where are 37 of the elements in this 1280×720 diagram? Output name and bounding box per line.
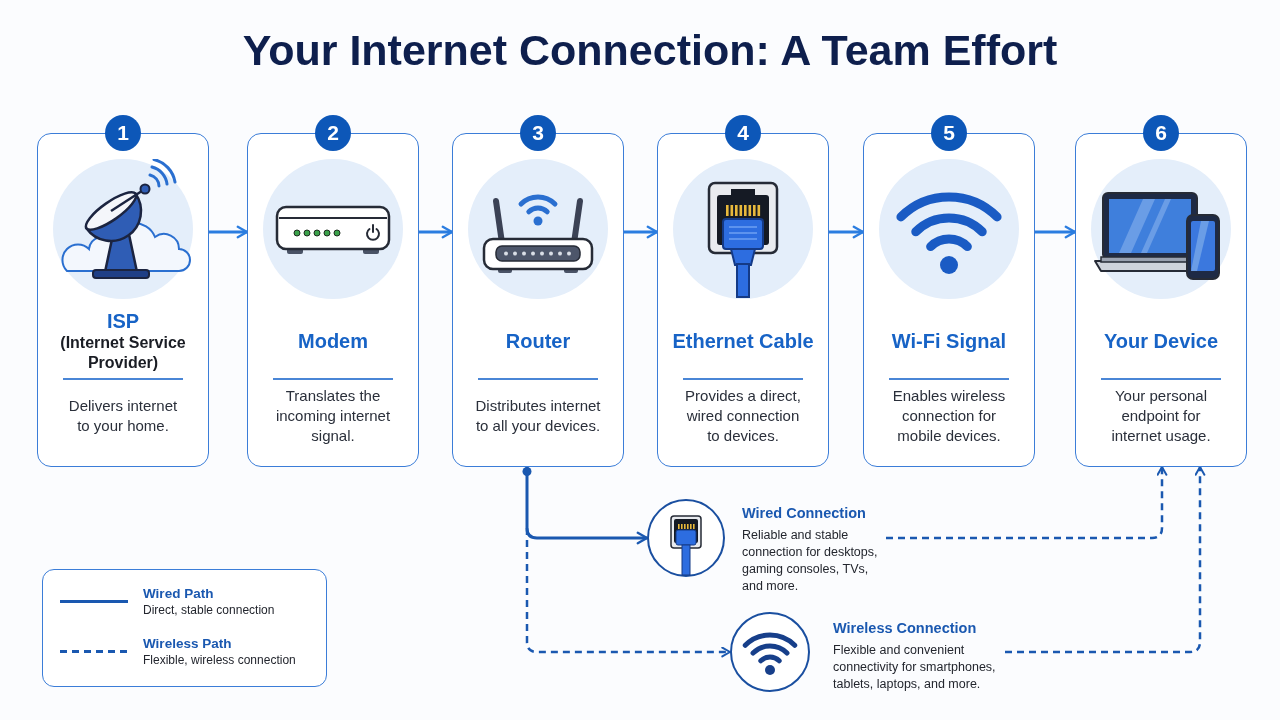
card-heading: ISP <box>106 309 140 333</box>
card-description: Delivers internet to your home. <box>67 395 179 436</box>
legend-label: Wired Path <box>143 585 215 602</box>
step-number: 3 <box>520 115 556 151</box>
legend-description: Direct, stable connection <box>143 602 275 618</box>
card-heading: Ethernet Cable <box>672 329 814 353</box>
step-number: 1 <box>105 115 141 151</box>
arrow <box>829 225 865 239</box>
card-heading: Modem <box>298 329 368 353</box>
step-number: 2 <box>315 115 351 151</box>
step-number: 5 <box>931 115 967 151</box>
legend-description: Flexible, wireless connection <box>143 652 296 668</box>
arrow <box>886 466 1168 540</box>
arrow <box>624 225 659 239</box>
card-subheading: (Internet Service Provider) <box>59 333 187 373</box>
card-description: Provides a direct, wired connection to devices. <box>684 385 802 446</box>
option-description: Flexible and convenient connectivity for smartphones, tablets, laptops, and more. <box>833 642 997 693</box>
card-heading: Router <box>505 329 571 353</box>
arrow <box>525 528 731 658</box>
step-number: 6 <box>1143 115 1179 151</box>
card-description: Translates the incoming internet signal. <box>274 385 392 446</box>
legend-label: Wireless Path <box>143 635 233 652</box>
option-heading: Wireless Connection <box>833 619 978 637</box>
arrow <box>525 526 649 545</box>
arrow <box>209 225 249 239</box>
option-heading: Wired Connection <box>742 504 867 522</box>
card-description: Your personal endpoint for internet usage. <box>1110 385 1212 446</box>
step-number: 4 <box>725 115 761 151</box>
arrow <box>1005 466 1206 654</box>
card-description: Enables wireless connection for mobile devices. <box>891 385 1007 446</box>
card-heading: Your Device <box>1103 329 1219 353</box>
arrow <box>419 225 454 239</box>
option-description: Reliable and stable connection for desktops, gaming consoles, TVs, and more. <box>742 527 879 595</box>
card-heading: Wi-Fi Signal <box>891 329 1007 353</box>
card-description: Distributes internet to all your devices. <box>474 395 602 436</box>
diagram-title: Your Internet Connection: A Team Effort <box>242 25 1058 76</box>
arrow <box>1035 225 1077 239</box>
